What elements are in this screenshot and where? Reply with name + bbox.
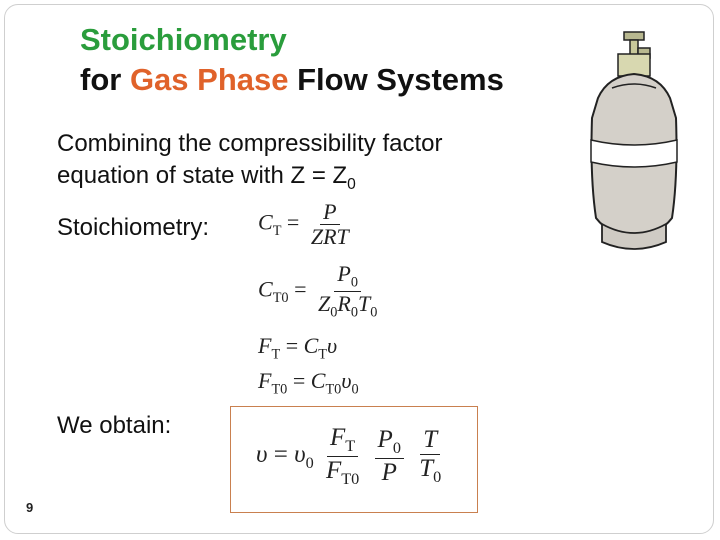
eq-final-f1-den: FT0: [323, 457, 362, 489]
eq-ct-numerator: P: [320, 199, 340, 226]
eq-final-f1-den-f: F: [325, 456, 342, 484]
eq-ct0-den-t: T: [358, 291, 371, 317]
eq-final-lhs: υ: [256, 441, 268, 469]
equation-ft: FT = CTυ: [258, 333, 338, 363]
eq-ct-lhs: C: [258, 209, 273, 235]
eq-ft-lhs: F: [258, 333, 272, 358]
eq-final-f1-num-sub: T: [345, 437, 356, 455]
eq-final-f3-den-sub: 0: [433, 467, 442, 486]
eq-final-f1-num: FT: [327, 424, 359, 457]
eq-ct0-den-z-sub: 0: [330, 304, 338, 321]
gas-cylinder-icon: [590, 31, 678, 250]
intro-line-2: equation of state with Z = Z0: [57, 160, 443, 201]
equation-final: υ = υ0 FT FT0 P0 P T T0: [256, 424, 447, 489]
intro-line-2-text: equation of state with Z = Z: [57, 162, 348, 189]
eq-final-f3-den: T0: [416, 455, 444, 487]
eq-ct-lhs-sub: T: [272, 223, 282, 240]
eq-ft0-rhs-upsilon: υ: [341, 368, 352, 393]
eq-final-f2-den: P: [381, 459, 397, 487]
eq-ct0-den-r: R: [337, 291, 351, 317]
eq-ct0-den-r-sub: 0: [350, 304, 359, 321]
eq-ft0-rhs-upsilon-sub: 0: [351, 381, 359, 398]
eq-ft0-rhs: C: [310, 368, 326, 393]
eq-ct0-fraction: P0 Z0R0T0: [315, 261, 380, 321]
eq-final-f2-num: P0: [374, 426, 404, 460]
stoichiometry-label: Stoichiometry:: [57, 214, 210, 241]
eq-final-fraction-1: FT FT0: [323, 424, 362, 489]
page-number: 9: [26, 500, 34, 515]
we-obtain-label: We obtain:: [57, 412, 172, 439]
eq-final-rhs: υ: [294, 441, 306, 469]
eq-ct0-den-z: Z: [318, 291, 331, 317]
eq-ct0-lhs-sub: T0: [272, 290, 289, 307]
intro-text: Combining the compressibility factor equ…: [57, 128, 443, 201]
eq-final-f1-num-f: F: [330, 424, 346, 451]
title-suffix: Flow Systems: [288, 62, 504, 97]
eq-final-f3-den-t: T: [419, 454, 434, 482]
slide-frame: [4, 4, 714, 534]
eq-ct0-lhs: C: [258, 276, 273, 302]
eq-ft0-lhs-sub: T0: [271, 381, 288, 398]
eq-ct0-numerator: P0: [334, 261, 362, 293]
eq-ft-rhs-upsilon: υ: [327, 333, 338, 358]
eq-ct-denominator: ZRT: [310, 224, 349, 250]
intro-line-1: Combining the compressibility factor: [57, 130, 443, 157]
eq-ct0-num-p: P: [337, 261, 351, 286]
title-line-1: Stoichiometry: [80, 22, 287, 57]
eq-ft0-lhs: F: [258, 368, 272, 393]
eq-ct0-denominator: Z0R0T0: [315, 292, 380, 321]
intro-line-2-subscript: 0: [347, 175, 356, 193]
eq-ft-rhs: C: [303, 333, 319, 358]
eq-ct0-den-t-sub: 0: [370, 304, 378, 321]
eq-ft-lhs-sub: T: [271, 346, 281, 363]
eq-final-f2-num-p: P: [377, 426, 393, 454]
title-prefix: for: [80, 62, 130, 97]
equation-ct: CT = P ZRT: [258, 199, 355, 250]
result-box: [230, 406, 478, 513]
eq-ct-fraction: P ZRT: [308, 199, 352, 250]
eq-final-f1-den-sub: T0: [341, 469, 360, 488]
slide-title: Stoichiometry for Gas Phase Flow Systems: [80, 20, 504, 100]
eq-final-fraction-3: T T0: [416, 426, 444, 486]
eq-final-fraction-2: P0 P: [374, 426, 404, 487]
eq-final-f2-num-sub: 0: [392, 439, 401, 458]
title-highlight: Gas Phase: [129, 62, 289, 97]
eq-ft0-rhs-sub: T0: [325, 381, 342, 398]
title-line-2: for Gas Phase Flow Systems: [80, 60, 504, 100]
eq-final-f3-num: T: [420, 426, 441, 455]
eq-final-rhs-sub: 0: [305, 454, 314, 473]
eq-ct0-num-sub: 0: [350, 274, 359, 291]
eq-ft-rhs-sub: T: [318, 346, 328, 363]
equation-ft0: FT0 = CT0υ0: [258, 368, 359, 398]
equation-ct0: CT0 = P0 Z0R0T0: [258, 261, 383, 321]
